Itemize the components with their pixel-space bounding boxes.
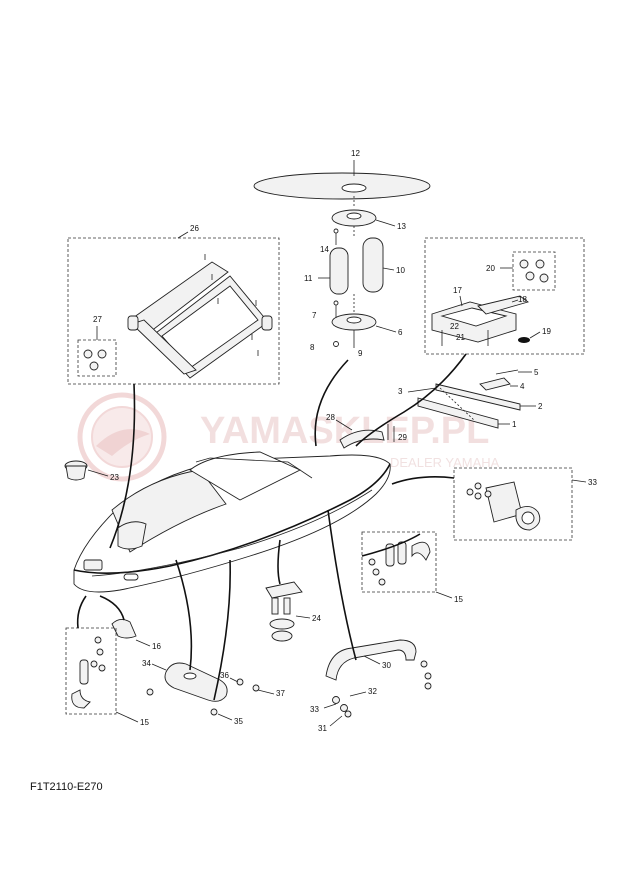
callout-29: 30: [382, 661, 391, 670]
callout-4: 4: [520, 382, 525, 391]
callout-26: 27: [93, 315, 102, 324]
callout-1: 1: [512, 420, 517, 429]
watermark: YAMASKLEP.PL DEALER YAMAHA: [77, 392, 500, 482]
callout-14: 14: [320, 245, 329, 254]
table-post-11: [329, 247, 349, 295]
callout-9: 9: [358, 349, 363, 358]
callout-15-left: 15: [140, 718, 149, 727]
ski-tow-33: [466, 481, 541, 531]
callout-16: 16: [152, 642, 161, 651]
callout-35: 35: [234, 717, 243, 726]
spacer-group-box-20: [512, 251, 556, 291]
screw-28: [387, 424, 395, 442]
callout-6: 6: [398, 328, 403, 337]
callout-20: 20: [486, 264, 495, 273]
ladder-group-box: [67, 237, 280, 385]
callout-10: 10: [396, 266, 405, 275]
callout-25: 26: [190, 224, 199, 233]
callout-2: 2: [538, 402, 543, 411]
figure-code: F1T2110-E270: [30, 781, 103, 793]
callout-11: 11: [304, 274, 313, 283]
tow-bar-29: [325, 639, 417, 681]
callout-31: 32: [368, 687, 377, 696]
callout-27: 28: [326, 413, 335, 422]
screws-29: [420, 660, 432, 690]
watermark-tagline: DEALER YAMAHA: [390, 455, 500, 470]
bracket-16: [111, 619, 137, 639]
screw-7: [333, 300, 339, 318]
screw-14: [333, 228, 339, 245]
nut-8: [333, 341, 339, 347]
callout-36: 36: [220, 671, 229, 680]
callout-13: 13: [397, 222, 406, 231]
screw-5: [495, 369, 519, 375]
boarding-ladder: [127, 261, 273, 379]
callout-30: 31: [318, 724, 327, 733]
callout-18: 18: [518, 295, 527, 304]
lower-base: [331, 313, 377, 331]
callout-12: 12: [351, 149, 360, 158]
seat-base-group-box: [424, 237, 585, 355]
cleat-27: [339, 429, 385, 449]
callout-37: 37: [276, 689, 285, 698]
callout-8: 8: [310, 343, 315, 352]
cleat-15-right: [368, 541, 431, 586]
watermark-logo-icon: [77, 392, 167, 482]
callout-7: 7: [312, 311, 317, 320]
leader-lines: [76, 353, 467, 701]
ladder-screws: [204, 254, 259, 356]
callout-21: 21: [456, 333, 465, 342]
callout-28: 29: [398, 433, 407, 442]
cleat-group-box-right: [361, 531, 437, 593]
boat-hull: [73, 451, 391, 593]
callout-22: 22: [450, 322, 459, 331]
fasteners-30-32: [332, 696, 352, 718]
callout-19: 19: [542, 327, 551, 336]
cleat-15-left: [71, 636, 106, 709]
callout-33: 33: [588, 478, 597, 487]
callout-15-right: 15: [454, 595, 463, 604]
callout-32: 33: [310, 705, 319, 714]
table-post-10: [362, 237, 384, 293]
cup-holder-23: [64, 460, 88, 481]
spacer-set-20: [519, 259, 549, 283]
bolts-21-22: [441, 330, 489, 346]
callout-23: 23: [110, 473, 119, 482]
drain-plug-24: [265, 581, 303, 642]
callout-34: 34: [142, 659, 151, 668]
callout-17: 17: [453, 286, 462, 295]
upper-base: [331, 209, 377, 227]
bracket-4: [479, 377, 511, 391]
table-top: [253, 172, 431, 200]
screws-36-37: [146, 678, 260, 716]
callout-5: 5: [534, 368, 539, 377]
callout-3: 3: [398, 387, 403, 396]
cleat-group-box-left: [65, 627, 117, 715]
spacer-set-26: [83, 349, 107, 371]
plug-19: [518, 337, 530, 343]
callout-24: 24: [312, 614, 321, 623]
spacer-group-box-26: [77, 339, 117, 377]
grab-handle-34: [164, 662, 228, 702]
